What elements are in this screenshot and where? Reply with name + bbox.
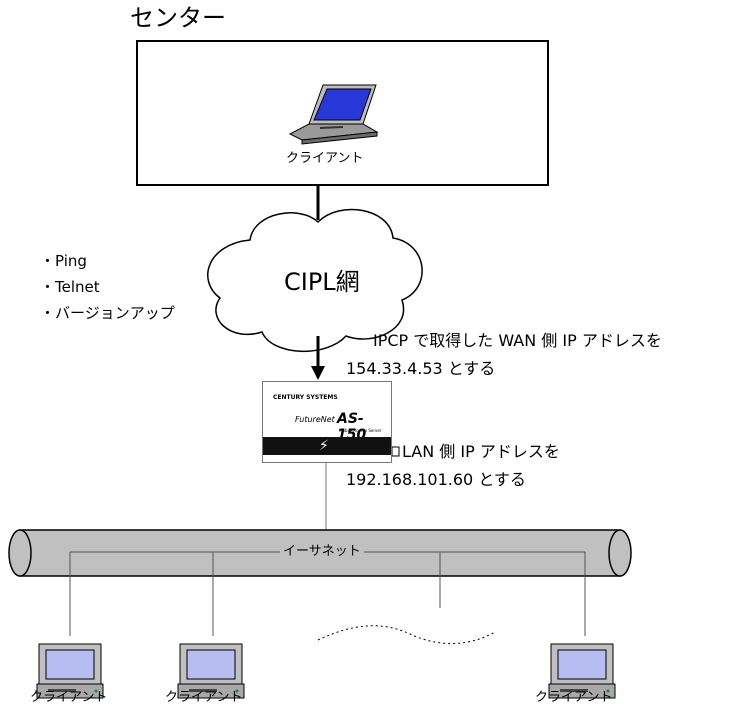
client-label-1: クライアント <box>30 690 108 705</box>
cloud-label: CIPL網 <box>284 268 360 296</box>
continuation-dots <box>317 625 496 644</box>
operation-version-up: ・バージョンアップ <box>40 304 175 322</box>
client-label-2: クライアント <box>165 690 243 705</box>
desktop-client-icon-1 <box>36 643 104 699</box>
center-site-box <box>136 40 549 186</box>
lan-note-line2: 192.168.101.60 とする <box>346 470 526 489</box>
lan-note-line1: LAN 側 IP アドレスを <box>402 442 560 461</box>
router-brand: FutureNet <box>295 415 335 424</box>
laptop-icon <box>288 84 379 145</box>
operation-telnet: ・Telnet <box>40 278 100 296</box>
wan-note-line1: IPCP で取得した WAN 側 IP アドレスを <box>373 331 662 350</box>
center-title: センター <box>130 4 226 32</box>
router-device: CENTURY SYSTEMS FutureNet AS-150 Mobile … <box>262 381 392 463</box>
center-client-label: クライアント <box>286 151 364 166</box>
desktop-client-icon-2 <box>177 643 245 699</box>
client-label-3: クライアント <box>535 690 613 705</box>
router-subtitle: Mobile Access Server <box>339 428 382 433</box>
desktop-client-icon-3 <box>548 643 616 699</box>
cloud-shape <box>207 208 423 353</box>
bolt-icon: ⚡ <box>319 438 329 454</box>
router-front-stripe <box>263 437 391 455</box>
ethernet-label: イーサネット <box>280 545 364 558</box>
wan-note-line2: 154.33.4.53 とする <box>346 359 496 378</box>
router-logo: CENTURY SYSTEMS <box>273 394 338 401</box>
operation-ping: ・Ping <box>40 252 87 270</box>
